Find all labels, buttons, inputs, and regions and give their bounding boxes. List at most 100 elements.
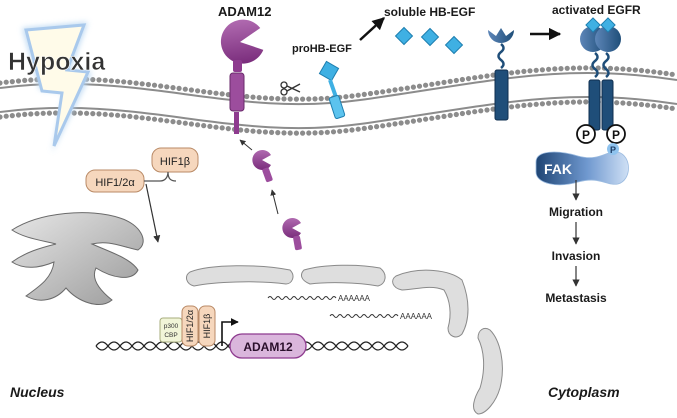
lipid-head xyxy=(539,101,546,107)
er-cisternae xyxy=(11,212,144,305)
lipid-head xyxy=(459,76,465,83)
lipid-head xyxy=(546,100,552,106)
lipid-head xyxy=(392,121,398,127)
lipid-head xyxy=(515,103,521,109)
lipid-head xyxy=(441,79,447,85)
lipid-head xyxy=(669,105,675,111)
transcription-start-arrow xyxy=(221,318,239,346)
lipid-head xyxy=(275,130,281,136)
lipid-head xyxy=(108,78,114,84)
lipid-head xyxy=(22,77,28,83)
egfr-linker xyxy=(497,43,505,69)
prohbegf-protein: proHB-EGF xyxy=(292,43,352,119)
activated-egfr-label: activated EGFR xyxy=(552,3,641,17)
egfr-dimer-head-right xyxy=(595,26,621,52)
lipid-head xyxy=(312,130,318,136)
lipid-head xyxy=(386,122,392,128)
release-arrow xyxy=(359,17,385,41)
lipid-head xyxy=(84,110,90,116)
hbegf-ligand xyxy=(394,26,414,46)
lipid-head xyxy=(127,79,133,85)
nuclear-envelope-fragment xyxy=(392,269,469,338)
lipid-head xyxy=(416,117,423,123)
fak-phospho-label: P xyxy=(610,145,616,155)
lipid-head xyxy=(447,78,453,84)
scissors-icon xyxy=(280,81,301,96)
adam12-protein: ADAM12 xyxy=(218,4,271,134)
lipid-head xyxy=(645,68,651,74)
lipid-head xyxy=(3,79,9,85)
adam12-trafficking-protein xyxy=(252,150,271,170)
lipid-head xyxy=(453,77,459,84)
lipid-head xyxy=(416,83,423,89)
lipid-head xyxy=(0,80,3,86)
lipid-head xyxy=(583,99,589,105)
lipid-head xyxy=(645,102,651,108)
lipid-head xyxy=(201,89,207,95)
phospho-label: P xyxy=(612,128,620,142)
lipid-head xyxy=(533,67,539,73)
lipid-head xyxy=(287,96,293,102)
lipid-head xyxy=(484,107,490,113)
lipid-head xyxy=(102,111,108,117)
lipid-head xyxy=(509,70,515,76)
lipid-head xyxy=(151,116,158,122)
lipid-head xyxy=(139,81,145,87)
soluble-hbegf-label: soluble HB-EGF xyxy=(384,5,475,19)
lipid-head xyxy=(324,95,330,101)
lipid-head xyxy=(374,90,380,96)
lipid-head xyxy=(552,100,558,106)
lipid-head xyxy=(115,78,121,84)
lipid-head xyxy=(583,65,589,71)
lipid-head xyxy=(158,83,164,89)
pathway-step-invasion: Invasion xyxy=(552,249,601,263)
lipid-head xyxy=(651,103,657,109)
lipid-head xyxy=(410,118,416,124)
lipid-head xyxy=(663,70,669,76)
lipid-head xyxy=(539,67,546,73)
lipid-head xyxy=(53,110,59,116)
hypoxia-stimulus: Hypoxia xyxy=(8,22,107,152)
lipid-head xyxy=(145,81,151,88)
lipid-head xyxy=(349,127,355,133)
lipid-head xyxy=(275,96,281,102)
lipid-head xyxy=(145,115,151,122)
mrna-strand xyxy=(267,296,337,300)
lipid-head xyxy=(176,119,182,125)
lipid-head xyxy=(361,91,367,97)
lipid-head xyxy=(207,123,213,129)
adam12-mrna: AAAAAA AAAAAA xyxy=(267,294,433,321)
phosphorylation-sites: P P xyxy=(576,124,626,144)
lipid-head xyxy=(262,129,268,135)
lipid-head xyxy=(459,110,465,117)
pathway-step-migration: Migration xyxy=(549,205,603,219)
lipid-head xyxy=(577,99,583,105)
adam12-trafficking xyxy=(239,139,302,251)
hif-dimerization-bracket xyxy=(144,171,177,182)
lipid-head xyxy=(102,77,108,83)
lipid-head xyxy=(669,71,675,77)
lipid-head xyxy=(306,130,312,136)
hif-beta-bound-label: HIF1β xyxy=(202,314,212,339)
lipid-head xyxy=(620,100,626,106)
pathway-step-metastasis: Metastasis xyxy=(545,291,607,305)
lipid-head xyxy=(429,115,435,121)
coactivator-cbp-label: CBP xyxy=(164,332,177,339)
hif-beta-bound-box xyxy=(198,305,216,347)
lipid-head xyxy=(533,101,539,107)
hif-beta-label: HIF1β xyxy=(160,156,190,168)
lipid-head xyxy=(465,110,472,116)
lipid-head xyxy=(564,65,570,71)
lipid-head xyxy=(281,130,287,136)
adam12-gene-label: ADAM12 xyxy=(243,340,293,354)
lipid-head xyxy=(318,130,324,136)
lipid-head xyxy=(306,96,312,102)
lipid-head xyxy=(176,85,182,91)
adam12-transmembrane xyxy=(229,72,245,112)
lipid-head xyxy=(269,129,275,135)
lipid-head xyxy=(133,80,139,86)
mrna-strand xyxy=(329,314,399,318)
lipid-head xyxy=(188,87,194,93)
lipid-head xyxy=(96,77,102,83)
lipid-head xyxy=(607,65,614,71)
